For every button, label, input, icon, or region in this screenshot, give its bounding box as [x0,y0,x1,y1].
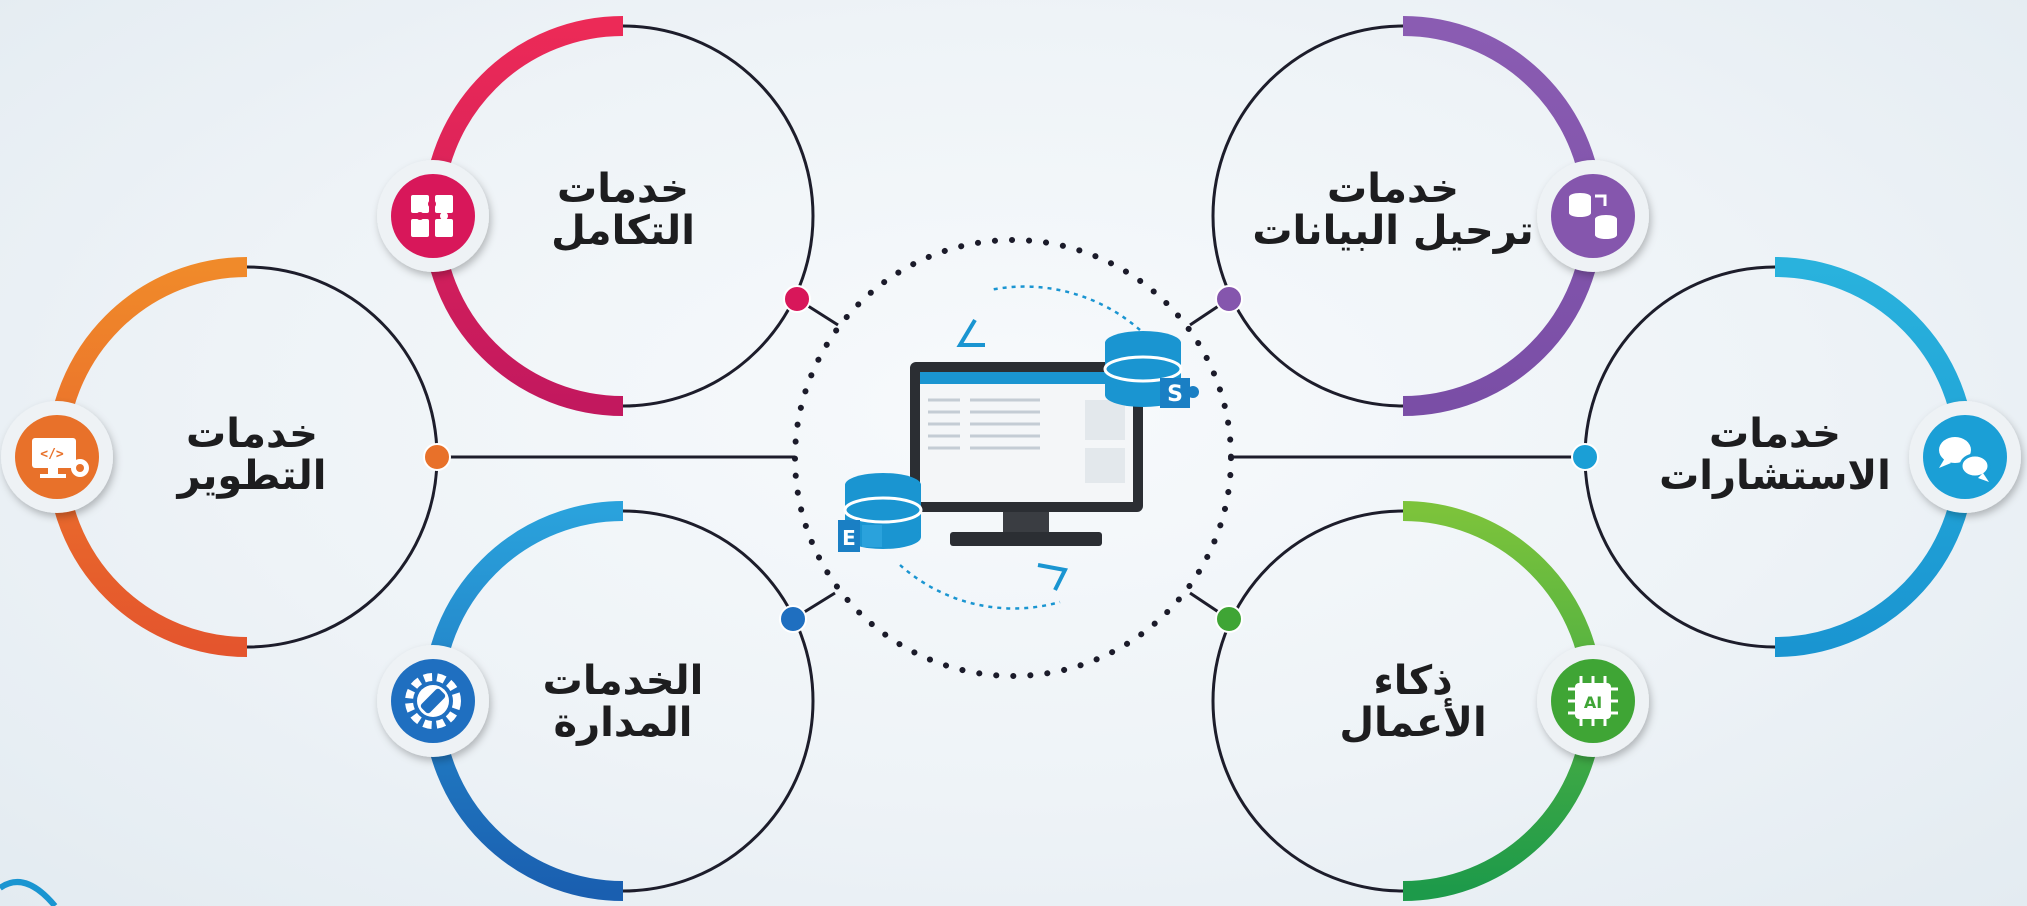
database-transfer-icon [1569,193,1617,239]
label-managed: الخدمات المدارة [513,660,733,744]
label-integration: خدمات التكامل [513,168,733,252]
arrowhead-bottom [1037,563,1068,591]
cycle-arc-bottom [899,564,1061,610]
service-development[interactable]: </> [1,257,451,657]
connector-dot [1571,443,1599,471]
label-integration-line1: خدمات [557,166,689,212]
label-bi-line2: الأعمال [1339,700,1487,746]
label-development-line2: التطوير [177,453,327,499]
label-migration-line1: خدمات [1327,166,1459,212]
icon-badge [1551,174,1635,258]
svg-text:E: E [842,526,856,550]
code-monitor-icon: </> [32,438,89,478]
service-managed[interactable] [377,501,815,901]
service-integration[interactable] [377,16,815,416]
cycle-arc-top [989,285,1141,331]
svg-text:S: S [1167,382,1183,407]
label-consulting: خدمات الاستشارات [1645,413,1905,497]
connector-dot [423,443,451,471]
corner-swoosh [0,879,58,906]
wrench-gear-icon [405,673,461,729]
label-migration-line2: ترحيل البيانات [1252,208,1534,254]
label-consulting-line2: الاستشارات [1659,453,1891,499]
icon-badge [391,174,475,258]
label-bi-line1: ذكاء [1373,658,1453,704]
puzzle-icon [411,195,453,237]
connector-dot [783,285,811,313]
chat-bubbles-icon [1939,437,1991,482]
label-business-intelligence: ذكاء الأعمال [1303,660,1523,744]
label-managed-line2: المدارة [553,700,693,746]
arrowhead-top [956,318,985,347]
label-development: خدمات التطوير [142,413,362,497]
connector-dot [1215,285,1243,313]
label-consulting-line1: خدمات [1709,411,1841,457]
service-consulting[interactable] [1571,257,2021,657]
ai-chip-icon: AI [1568,676,1618,726]
service-migration[interactable] [1211,16,1649,416]
label-integration-line2: التكامل [551,208,695,254]
label-development-line1: خدمات [186,411,318,457]
center-dotted-circle [792,237,1234,679]
connector-dot [1215,605,1243,633]
label-managed-line1: الخدمات [542,658,704,704]
label-migration: خدمات ترحيل البيانات [1243,168,1543,252]
service-business-intelligence[interactable]: AI [1211,501,1649,901]
svg-text:AI: AI [1584,693,1602,712]
computer-database-icon: S E [838,331,1199,552]
svg-text:</>: </> [40,447,64,462]
connector-dot [779,605,807,633]
